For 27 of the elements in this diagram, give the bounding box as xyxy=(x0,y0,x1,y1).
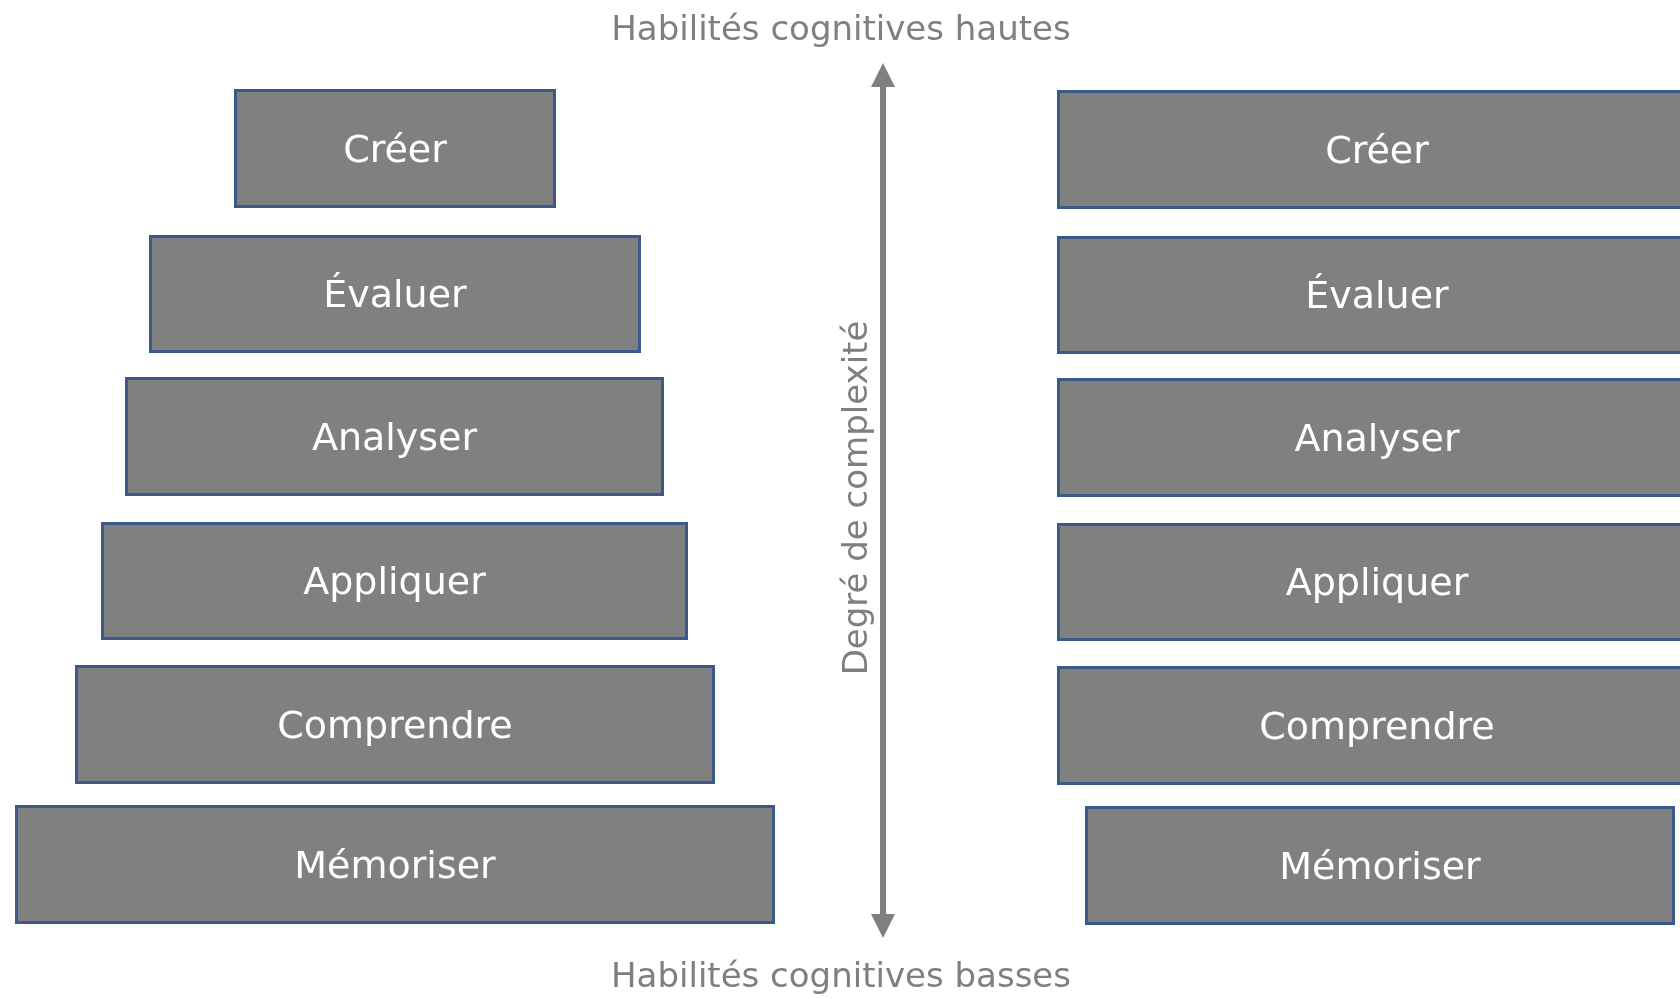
level-label: Évaluer xyxy=(1305,273,1449,317)
level-label: Analyser xyxy=(1294,415,1460,460)
level-label: Comprendre xyxy=(1259,703,1495,748)
level-box xyxy=(1085,806,1675,925)
level-label: Comprendre xyxy=(277,702,513,747)
level-label: Appliquer xyxy=(303,559,486,603)
axis-label: Degré de complexité xyxy=(835,320,875,676)
level-box xyxy=(1057,236,1680,354)
level-label: Analyser xyxy=(311,414,478,459)
level-box xyxy=(234,89,556,208)
level-box xyxy=(75,665,715,784)
level-box xyxy=(1057,523,1680,641)
level-box xyxy=(149,235,641,353)
level-label: Appliquer xyxy=(1285,560,1469,604)
level-label: Créer xyxy=(1325,127,1429,172)
level-box xyxy=(1057,378,1680,497)
level-box xyxy=(101,522,688,640)
level-label: Évaluer xyxy=(323,272,467,316)
level-label: Mémoriser xyxy=(1279,843,1481,888)
level-box xyxy=(1057,666,1680,785)
bottom-label: Habilités cognitives basses xyxy=(611,955,1071,995)
level-box xyxy=(1057,90,1680,209)
level-label: Mémoriser xyxy=(294,842,496,887)
level-box xyxy=(125,377,664,496)
level-label: Créer xyxy=(343,126,447,171)
level-box xyxy=(15,805,775,924)
top-label: Habilités cognitives hautes xyxy=(611,8,1071,48)
